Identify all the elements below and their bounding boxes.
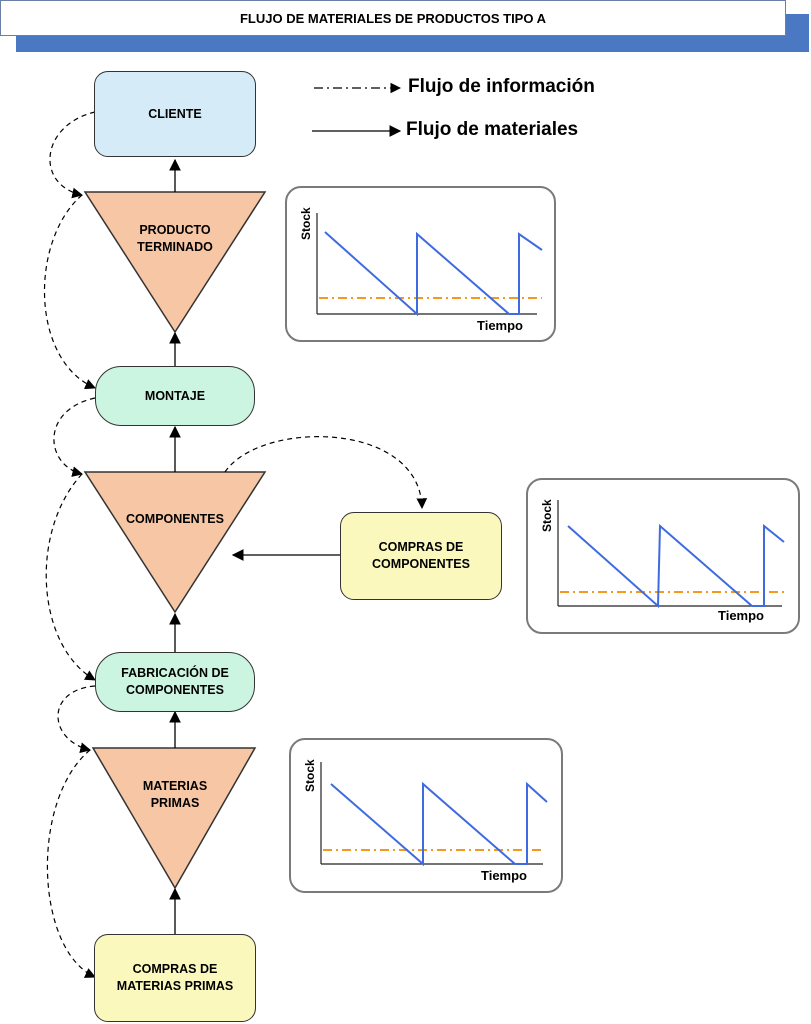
info-comp-to-fab <box>45 473 96 681</box>
stock-chart-3-plot <box>320 762 548 867</box>
stock-chart-3-xlabel: Tiempo <box>481 868 527 883</box>
stock-chart-materias-primas: Stock Tiempo <box>289 738 563 893</box>
componentes-triangle <box>83 471 267 614</box>
title-bar: FLUJO DE MATERIALES DE PRODUCTOS TIPO A <box>0 0 786 36</box>
stock-chart-3-series <box>330 781 548 867</box>
compras-mp-line1: COMPRAS DE <box>132 962 218 976</box>
producto-terminado-triangle <box>83 191 267 334</box>
componentes-label: COMPONENTES <box>126 512 224 526</box>
fabricacion-label-line1: FABRICACIÓN DE <box>121 666 229 680</box>
compras-componentes-box: COMPRAS DE COMPONENTES <box>340 512 502 600</box>
stock-chart-componentes: Stock Tiempo <box>526 478 800 634</box>
stock-chart-3-ylabel: Stock <box>303 759 317 792</box>
stock-chart-producto-terminado: Stock Tiempo <box>285 186 556 342</box>
materias-primas-line1: MATERIAS <box>142 779 208 793</box>
fabricacion-label-line2: COMPONENTES <box>126 683 224 697</box>
compras-componentes-line1: COMPRAS DE <box>378 540 464 554</box>
materias-primas-triangle <box>91 747 257 890</box>
compras-mp-line2: MATERIAS PRIMAS <box>116 979 234 993</box>
producto-terminado-label: PRODUCTO TERMINADO <box>100 222 250 256</box>
montaje-box: MONTAJE <box>95 366 255 426</box>
compras-materias-primas-box: COMPRAS DE MATERIAS PRIMAS <box>94 934 256 1022</box>
info-pt-to-montaje <box>43 194 96 390</box>
stock-chart-1-plot <box>316 213 543 317</box>
stock-chart-2-ylabel: Stock <box>540 499 554 532</box>
diagram-title: FLUJO DE MATERIALES DE PRODUCTOS TIPO A <box>239 10 546 26</box>
cliente-label: CLIENTE <box>148 106 202 121</box>
info-cliente-to-pt <box>49 111 96 199</box>
producto-terminado-line1: PRODUCTO <box>139 223 211 237</box>
info-mp-to-compras-mp <box>46 749 96 978</box>
materias-primas-label: MATERIAS PRIMAS <box>100 778 250 812</box>
info-fab-to-mp <box>57 685 96 753</box>
cliente-box: CLIENTE <box>94 71 256 157</box>
materias-primas-line2: PRIMAS <box>150 796 200 810</box>
info-montaje-to-comp <box>53 397 96 477</box>
legend-info-label: Flujo de información <box>408 76 595 97</box>
stock-chart-1-ylabel: Stock <box>299 207 313 240</box>
producto-terminado-line2: TERMINADO <box>137 240 213 254</box>
fabricacion-box: FABRICACIÓN DE COMPONENTES <box>95 652 255 712</box>
stock-chart-1-series <box>324 231 543 317</box>
montaje-label: MONTAJE <box>144 388 206 403</box>
compras-componentes-line2: COMPONENTES <box>372 557 470 571</box>
stock-chart-1-xlabel: Tiempo <box>477 318 523 333</box>
stock-chart-2-xlabel: Tiempo <box>718 608 764 623</box>
legend-material-label: Flujo de materiales <box>406 119 579 140</box>
stock-chart-2-plot <box>557 500 785 609</box>
info-comp-to-compras-comp <box>224 436 428 510</box>
stock-chart-2-series <box>567 523 785 609</box>
